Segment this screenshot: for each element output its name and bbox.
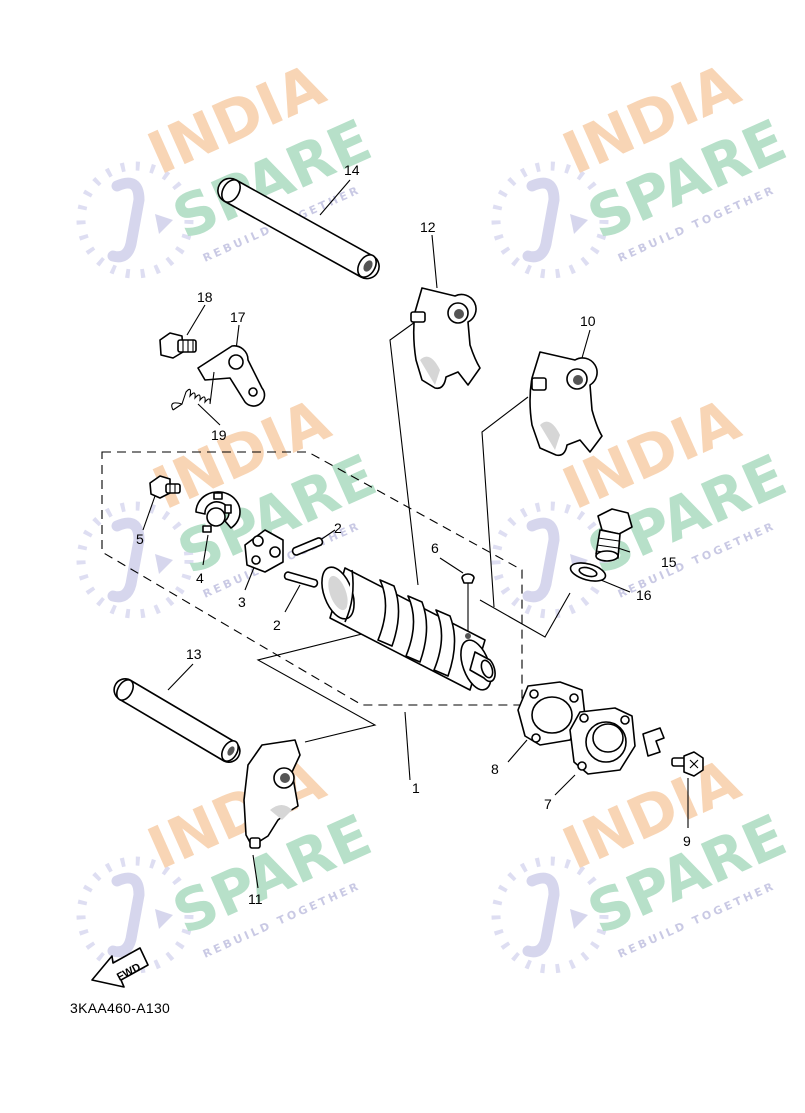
watermark-bottom-left: INDIA SPARE REBUILD TOGETHER <box>81 745 381 969</box>
callout-5: 5 <box>136 531 144 547</box>
callout-7: 7 <box>544 796 552 812</box>
shift-fork-shaft-14 <box>217 177 380 280</box>
spring-19 <box>171 371 215 411</box>
callout-15: 15 <box>661 554 677 570</box>
callout-4: 4 <box>196 570 204 586</box>
callout-2-upper: 2 <box>334 520 342 536</box>
shift-drum-1 <box>321 566 496 691</box>
neutral-plug-15 <box>595 508 633 562</box>
callout-10: 10 <box>580 313 596 329</box>
bolt-9 <box>671 751 704 777</box>
callout-1: 1 <box>412 780 420 796</box>
stopper-lever-17 <box>197 345 266 407</box>
callout-14: 14 <box>344 162 360 178</box>
shift-fork-11 <box>243 739 301 849</box>
cover-7 <box>569 707 636 775</box>
pin-2-upper <box>291 537 324 556</box>
pin-holder-3 <box>244 529 284 573</box>
segment-4 <box>195 491 241 533</box>
shift-fork-10 <box>529 351 603 457</box>
callout-19: 19 <box>211 427 227 443</box>
pin-2-lower <box>283 571 319 588</box>
callout-11: 11 <box>248 891 263 907</box>
shift-fork-12 <box>410 287 481 390</box>
clip-9 <box>642 727 665 757</box>
callout-3: 3 <box>238 594 246 610</box>
bolt-18 <box>159 332 197 359</box>
watermark-top-right: INDIA SPARE REBUILD TOGETHER <box>496 50 796 274</box>
shift-fork-shaft-13 <box>113 678 241 763</box>
callout-6: 6 <box>431 540 439 556</box>
diagram-reference-code: 3KAA460-A130 <box>70 1000 171 1016</box>
callout-18: 18 <box>197 289 213 305</box>
washer-16 <box>569 562 607 582</box>
watermark-bottom-right: INDIA SPARE REBUILD TOGETHER <box>496 745 796 969</box>
callout-8: 8 <box>491 761 499 777</box>
callout-16: 16 <box>636 587 652 603</box>
callout-9: 9 <box>683 833 691 849</box>
callout-13: 13 <box>186 646 202 662</box>
pin-6 <box>461 573 475 588</box>
gasket-8 <box>517 681 586 746</box>
screw-5 <box>149 475 181 499</box>
callout-17: 17 <box>230 309 246 325</box>
callout-2-lower: 2 <box>273 617 281 633</box>
callout-labels: 1 2 2 3 4 5 6 7 8 9 10 11 12 13 14 15 16… <box>136 162 691 907</box>
callout-12: 12 <box>420 219 436 235</box>
